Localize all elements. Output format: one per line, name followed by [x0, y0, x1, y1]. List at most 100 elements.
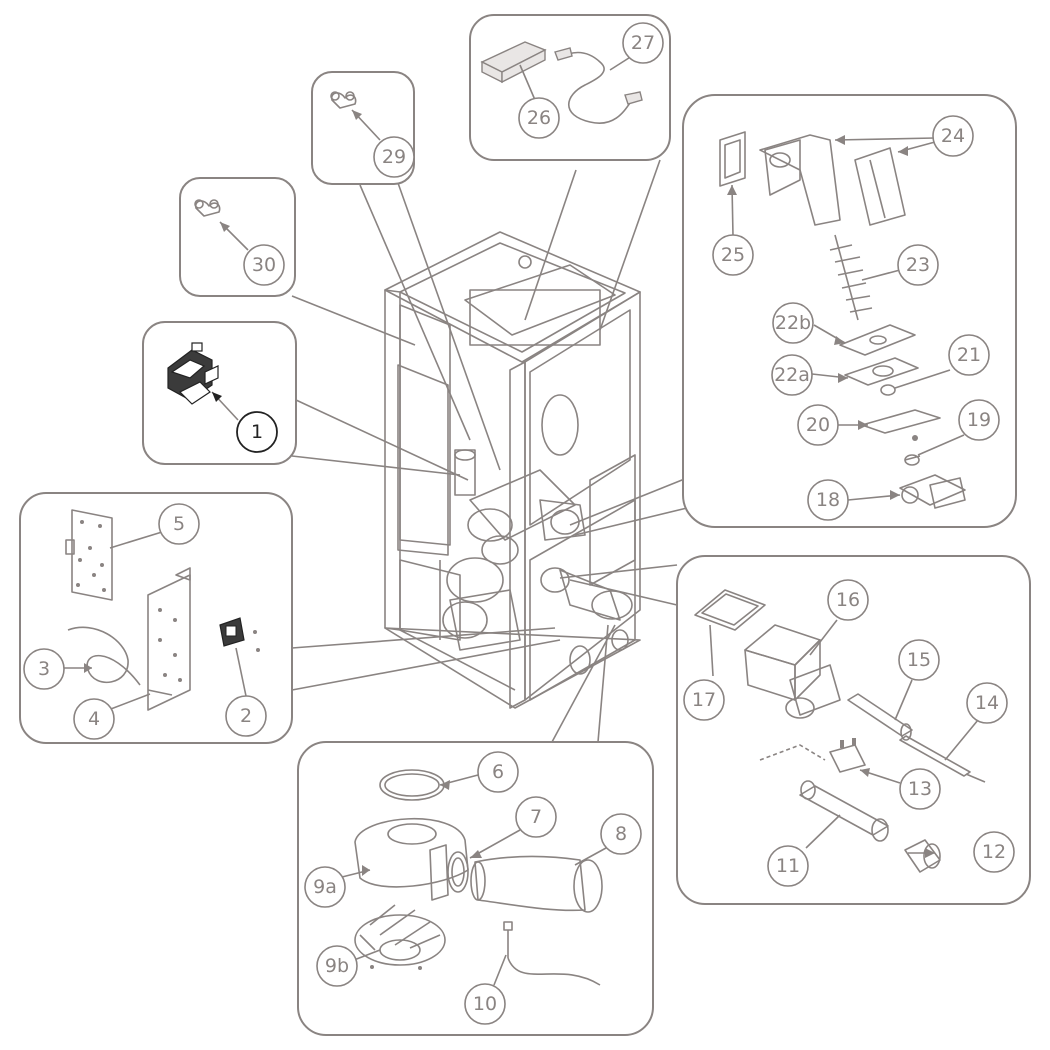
- svg-text:16: 16: [836, 589, 860, 611]
- callout-26: 26: [518, 97, 560, 139]
- svg-text:19: 19: [967, 409, 991, 431]
- callout-11: 11: [767, 845, 809, 887]
- svg-text:23: 23: [906, 254, 930, 276]
- svg-text:30: 30: [252, 254, 276, 276]
- mounting-bracket-part: [480, 41, 547, 84]
- fan-housing-part: [354, 817, 469, 901]
- callout-5: 5: [158, 503, 200, 545]
- callout-24: 24: [932, 115, 974, 157]
- svg-text:14: 14: [975, 692, 999, 714]
- svg-text:13: 13: [908, 778, 932, 800]
- main-unit: [384, 231, 641, 709]
- svg-text:22a: 22a: [774, 364, 810, 386]
- sleeve-12-part: [904, 839, 941, 873]
- svg-text:3: 3: [38, 658, 50, 680]
- nut-21-part: [880, 384, 896, 396]
- svg-text:11: 11: [776, 855, 800, 877]
- panel-18-25: [682, 94, 1017, 528]
- clip-30-part: [194, 199, 221, 217]
- callout-23: 23: [897, 244, 939, 286]
- callout-21: 21: [948, 334, 990, 376]
- mounting-plate-part: [147, 567, 191, 711]
- callout-16: 16: [827, 579, 869, 621]
- callout-6: 6: [477, 751, 519, 793]
- svg-text:27: 27: [631, 32, 655, 54]
- motor-18-part: [899, 474, 966, 509]
- chute-24-part: [759, 134, 906, 226]
- svg-text:15: 15: [907, 649, 931, 671]
- plate-25-part: [719, 131, 746, 187]
- callout-9a: 9a: [304, 866, 346, 908]
- callout-4: 4: [73, 698, 115, 740]
- callout-14: 14: [966, 682, 1008, 724]
- svg-text:6: 6: [492, 761, 504, 783]
- svg-text:9b: 9b: [325, 955, 349, 977]
- callout-17: 17: [683, 679, 725, 721]
- callout-30: 30: [243, 244, 285, 286]
- callout-9b: 9b: [316, 945, 358, 987]
- duct-part: [470, 855, 603, 913]
- callout-20: 20: [797, 404, 839, 446]
- callout-13: 13: [899, 768, 941, 810]
- svg-text:18: 18: [816, 489, 840, 511]
- callout-12: 12: [973, 831, 1015, 873]
- panel-26-27: [469, 14, 671, 161]
- callout-25: 25: [712, 234, 754, 276]
- callout-7: 7: [515, 796, 557, 838]
- tube-15-part: [847, 693, 913, 741]
- svg-text:29: 29: [382, 146, 406, 168]
- callout-29: 29: [373, 136, 415, 178]
- rod-14-part: [899, 735, 986, 783]
- auger-23-part: [829, 234, 873, 321]
- tube-11-part: [799, 780, 889, 842]
- panel-11-17: [676, 555, 1031, 905]
- callout-1: 1: [236, 411, 278, 453]
- callouts: 1 2 3 4 5 6 7 8: [23, 22, 1015, 1025]
- svg-text:2: 2: [240, 705, 252, 727]
- coupling-19-part: [904, 454, 921, 466]
- callout-18: 18: [807, 479, 849, 521]
- svg-text:25: 25: [721, 244, 745, 266]
- clip-29-part: [330, 91, 357, 109]
- switch-13-part: [829, 738, 866, 773]
- callout-8: 8: [600, 813, 642, 855]
- svg-text:1: 1: [251, 421, 263, 443]
- board-part: [65, 509, 113, 601]
- callout-22a: 22a: [771, 354, 813, 396]
- highlighted-part-1: [167, 342, 219, 405]
- callout-15: 15: [898, 639, 940, 681]
- callout-22b: 22b: [772, 302, 814, 344]
- cable-part: [67, 626, 141, 686]
- arrowheads: [84, 110, 935, 876]
- sensor-part: [503, 921, 601, 986]
- svg-text:9a: 9a: [313, 876, 337, 898]
- svg-text:17: 17: [692, 689, 716, 711]
- panel-2-5: [19, 492, 293, 744]
- svg-text:8: 8: [615, 823, 627, 845]
- plate-20-part: [861, 409, 941, 441]
- flange-part: [447, 851, 469, 893]
- callout-27: 27: [622, 22, 664, 64]
- svg-text:10: 10: [473, 993, 497, 1015]
- svg-text:26: 26: [527, 107, 551, 129]
- hopper-part: [744, 624, 841, 719]
- leader-lines: [291, 159, 688, 743]
- callout-3: 3: [23, 648, 65, 690]
- wiring-harness-part: [554, 47, 643, 124]
- svg-text:5: 5: [173, 513, 185, 535]
- svg-text:21: 21: [957, 344, 981, 366]
- svg-text:22b: 22b: [775, 312, 811, 334]
- plate-17-part: [694, 589, 766, 631]
- svg-text:12: 12: [982, 841, 1006, 863]
- svg-text:24: 24: [941, 125, 965, 147]
- plate-22b-part: [839, 324, 916, 356]
- callout-19: 19: [958, 399, 1000, 441]
- callout-10: 10: [464, 983, 506, 1025]
- plate-22a-part: [844, 357, 919, 386]
- callout-2: 2: [225, 695, 267, 737]
- svg-text:20: 20: [806, 414, 830, 436]
- svg-text:7: 7: [530, 806, 542, 828]
- socket-part: [219, 617, 260, 652]
- svg-text:4: 4: [88, 708, 100, 730]
